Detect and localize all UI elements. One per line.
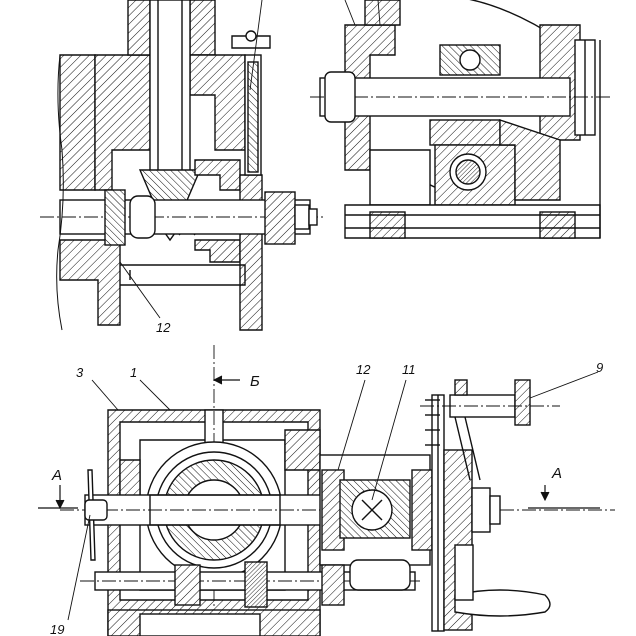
part-label-12: 12	[356, 362, 371, 377]
section-label-a-left: А	[51, 467, 62, 484]
part-label-11: 11	[402, 362, 416, 377]
part-label-3: 3	[76, 365, 84, 380]
view-bottom-main	[38, 345, 615, 636]
part-label-1: 1	[130, 365, 137, 380]
part-label-9: 9	[596, 360, 603, 375]
part-label-19: 19	[50, 622, 64, 636]
view-top-right	[310, 0, 610, 239]
section-label-a-right: А	[551, 465, 562, 482]
view-top-left: 12	[40, 0, 325, 335]
drawing-labels: 3 1 Б 12 11 9 А А 19	[50, 360, 603, 636]
section-label-b: Б	[250, 373, 260, 390]
part-label-12-top: 12	[156, 320, 171, 335]
